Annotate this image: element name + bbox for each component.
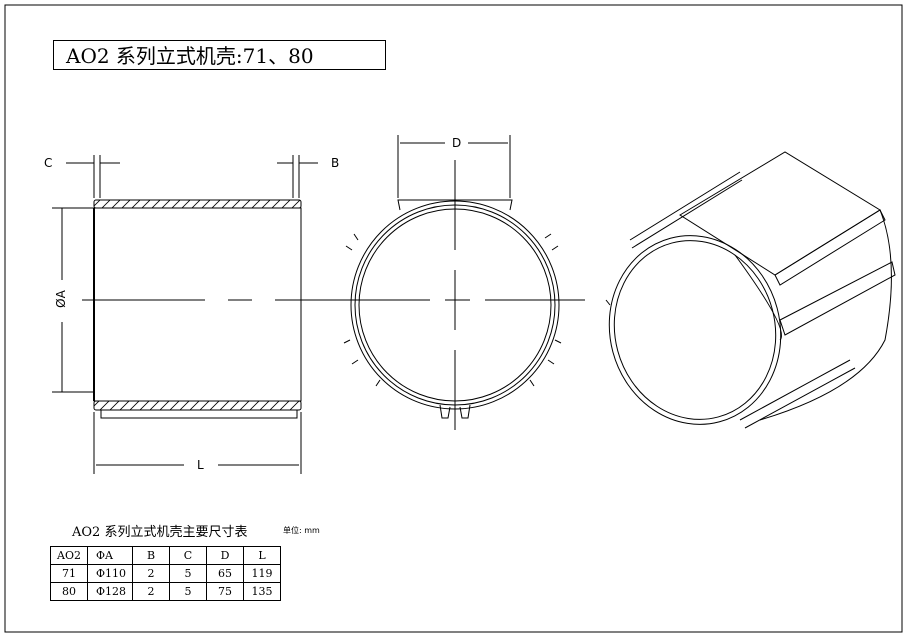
table-cell: Φ110 — [87, 564, 133, 583]
dimension-table: AO2 ΦA B C D L 71 Φ110 2 5 65 119 80 Φ12… — [50, 546, 281, 601]
table-cell: Φ128 — [87, 582, 133, 601]
header-cell: ΦA — [87, 546, 133, 565]
dim-label-c: C — [44, 156, 53, 170]
table-cell: 5 — [169, 564, 207, 583]
unit-label: 单位: mm — [283, 526, 320, 535]
table-cell: 119 — [243, 564, 281, 583]
table-cell: 2 — [132, 582, 170, 601]
table-cell: 65 — [206, 564, 244, 583]
table-row: 80 Φ128 2 5 75 135 — [50, 582, 281, 601]
table-cell: 5 — [169, 582, 207, 601]
header-cell: L — [243, 546, 281, 565]
header-cell: B — [132, 546, 170, 565]
dim-label-l: L — [197, 458, 204, 472]
isometric-view — [605, 151, 896, 429]
drawing-title: AO2 系列立式机壳:71、80 — [53, 40, 386, 70]
table-header-row: AO2 ΦA B C D L — [50, 546, 281, 565]
table-cell: 2 — [132, 564, 170, 583]
table-cell: 75 — [206, 582, 244, 601]
table-caption: AO2 系列立式机壳主要尺寸表 — [72, 525, 248, 540]
header-cell: D — [206, 546, 244, 565]
table-row: 71 Φ110 2 5 65 119 — [50, 564, 281, 583]
table-cell: 80 — [50, 582, 88, 601]
side-view — [52, 155, 330, 474]
table-cell: 135 — [243, 582, 281, 601]
dim-label-a: ØA — [53, 290, 68, 308]
header-cell: AO2 — [50, 546, 88, 565]
end-view — [330, 135, 585, 430]
sheet-border — [4, 4, 903, 633]
dim-label-b: B — [331, 156, 340, 170]
header-cell: C — [169, 546, 207, 565]
table-cell: 71 — [50, 564, 88, 583]
dim-label-d: D — [452, 136, 462, 150]
